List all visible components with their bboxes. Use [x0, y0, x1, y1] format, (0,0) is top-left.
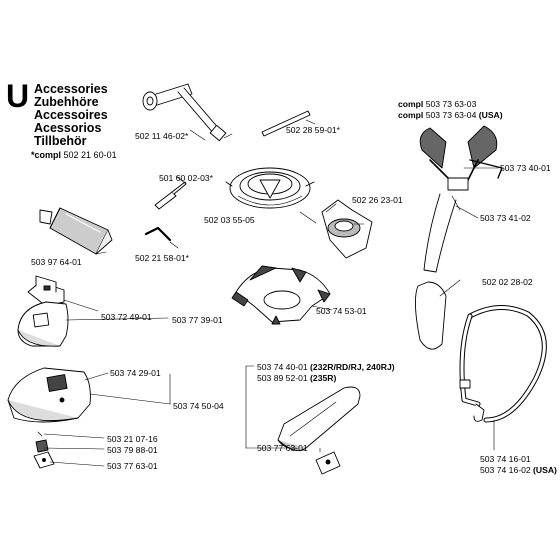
support-cup-icon [321, 199, 373, 259]
trimmer-head-icon [225, 167, 315, 209]
title-de: Zubehhöre [34, 95, 99, 109]
compl-kit-label: *compl 502 21 60-01 [31, 150, 117, 160]
carrying-strap-icon [459, 305, 547, 423]
part-label: 502 21 58-01* [135, 253, 189, 263]
blade-guard-icon [17, 301, 169, 347]
part-label: 503 97 64-01 [31, 257, 82, 267]
title-sv: Tillbehör [34, 134, 87, 148]
part-label: 503 73 41-02 [480, 213, 531, 223]
part-label: 503 74 40-01 (232R/RD/RJ, 240RJ) [257, 362, 395, 372]
part-label: 503 89 52-01 (235R) [257, 373, 337, 383]
part-label: 502 03 55-05 [204, 215, 255, 225]
title-es: Acessorios [34, 121, 102, 135]
guard-bracket-icon [27, 275, 99, 312]
part-label: 503 74 29-01 [110, 368, 161, 378]
part-label: 503 74 16-01 [480, 454, 531, 464]
part-label: 502 28 59-01* [286, 125, 340, 135]
part-label: 502 02 28-02 [482, 277, 533, 287]
part-label: 503 72 49-01 [101, 312, 152, 322]
part-label: 503 77 63-01 [257, 443, 308, 453]
part-label: 503 74 53-01 [316, 306, 367, 316]
trimmer-guard-icon [7, 367, 91, 469]
harness-cup-icon [231, 265, 331, 325]
long-blade-guard-icon [277, 386, 361, 475]
combination-wrench-icon [142, 83, 233, 142]
part-label: compl 503 73 63-03 [398, 99, 477, 109]
grease-tube-icon [39, 207, 113, 255]
leader-lines [43, 129, 499, 467]
part-label: 503 73 40-01 [500, 163, 551, 173]
hex-key-icon [144, 226, 179, 249]
part-label: 503 77 39-01 [172, 315, 223, 325]
part-label: 501 60 02-03* [159, 173, 213, 183]
title-fr: Accessoires [34, 108, 108, 122]
section-letter: U [6, 78, 30, 114]
harness-icon [415, 125, 503, 350]
part-label: compl 503 73 63-04 (USA) [398, 110, 503, 120]
part-label: 503 74 16-02 (USA) [480, 465, 557, 475]
part-label: 502 26 23-01 [352, 195, 403, 205]
part-label: 503 79 88-01 [107, 445, 158, 455]
screwdriver-icon [154, 175, 187, 210]
part-label: 503 74 50-04 [173, 401, 224, 411]
drift-pin-icon [261, 110, 316, 137]
part-label: 503 77 63-01 [107, 461, 158, 471]
part-label: 503 21 07-16 [107, 434, 158, 444]
part-label: 502 11 46-02* [135, 131, 189, 141]
title-en: Accessories [34, 82, 108, 96]
